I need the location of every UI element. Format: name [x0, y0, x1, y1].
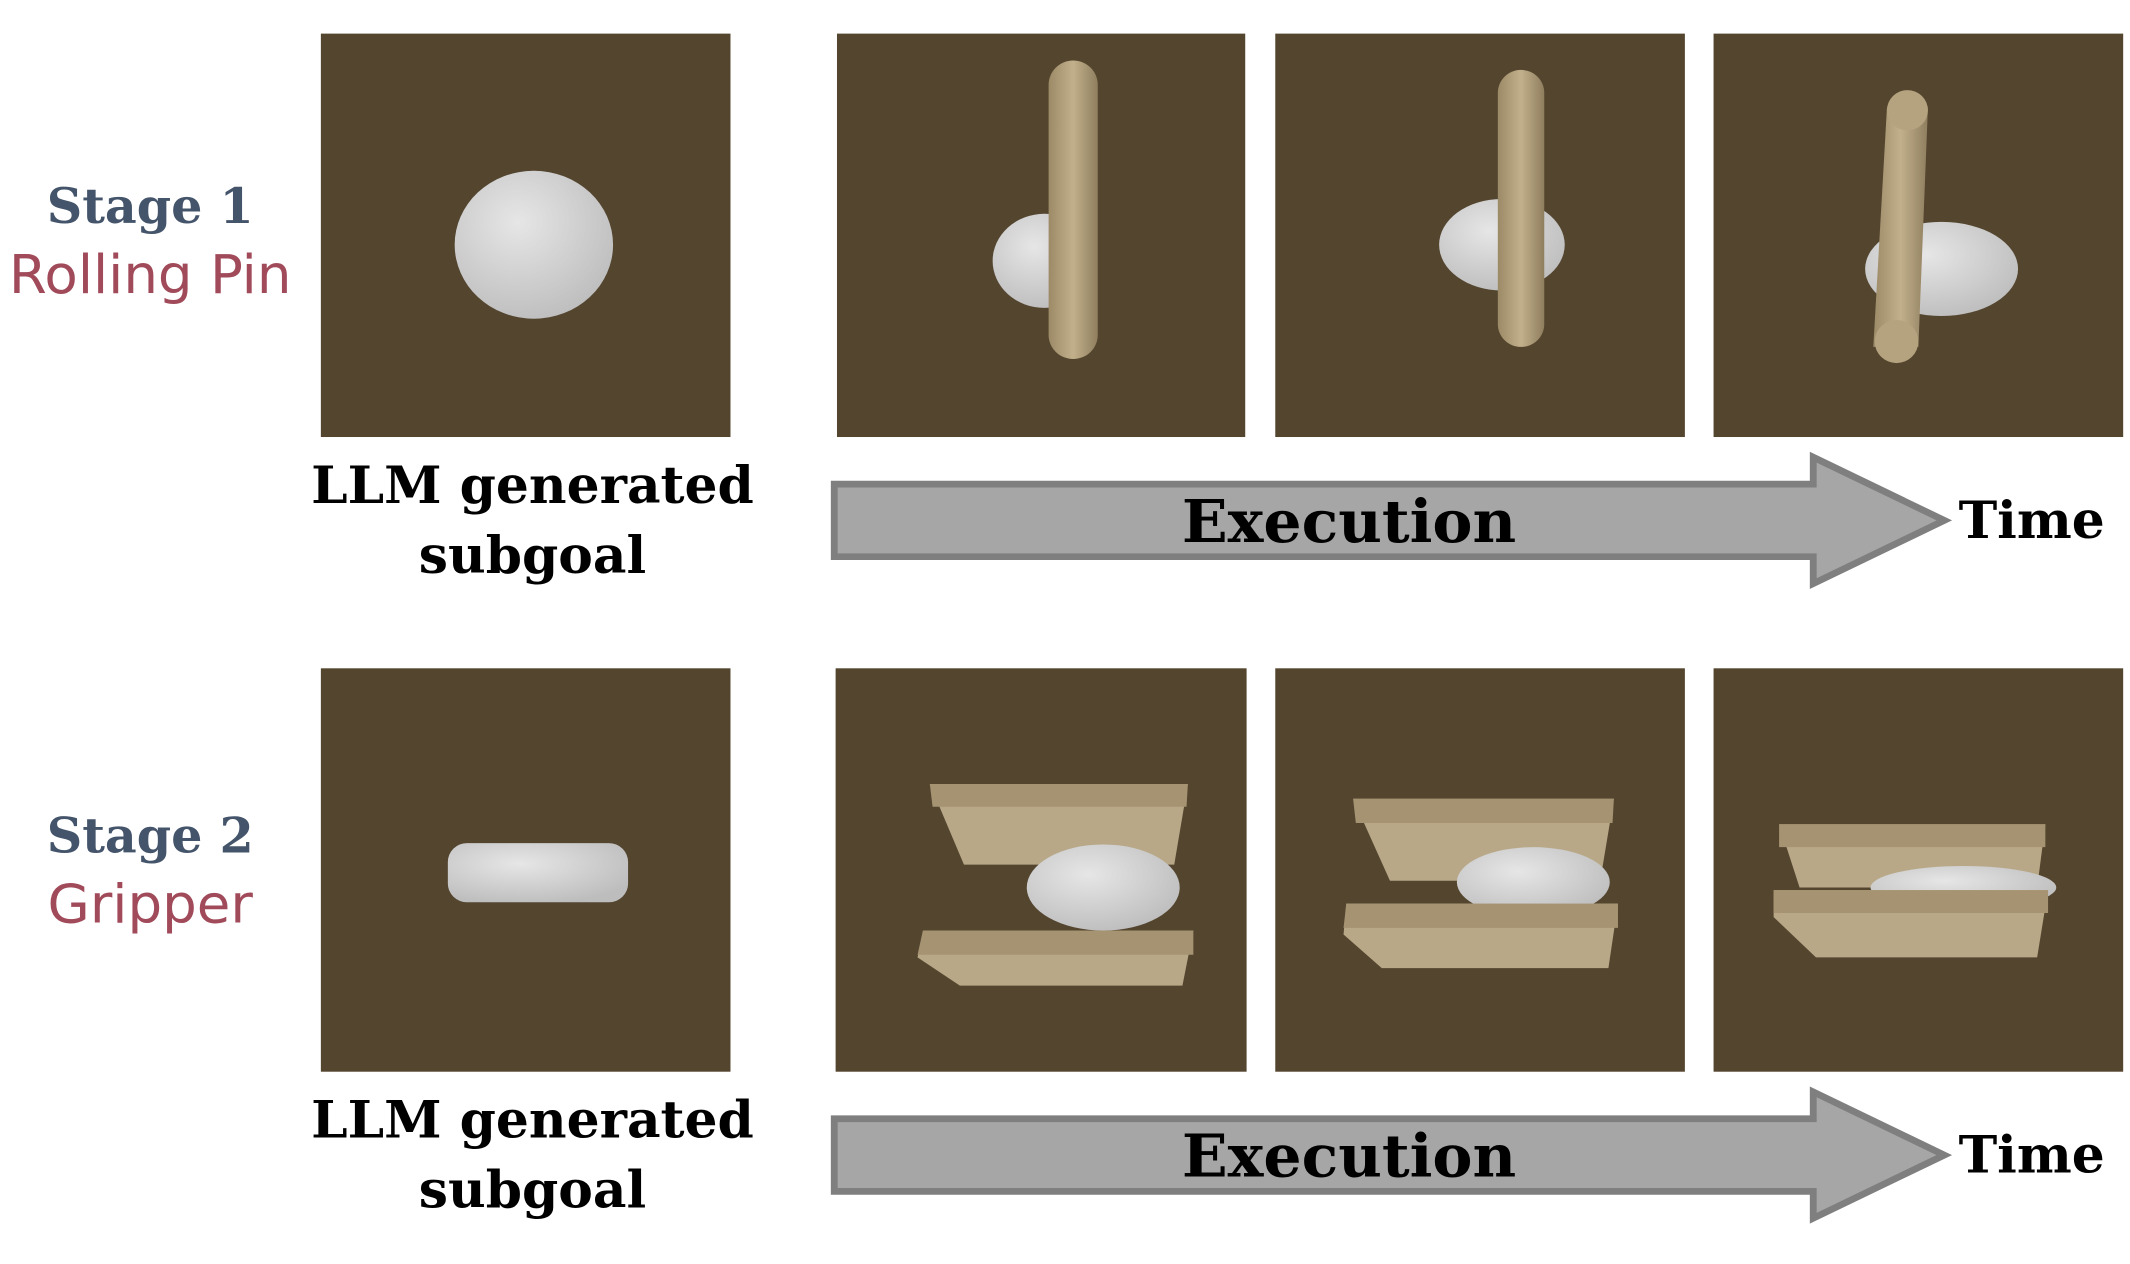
stage-2-label: Stage 2: [47, 807, 254, 865]
execution-arrow: [830, 451, 1953, 589]
gripper-finger-top-edge: [1779, 824, 2046, 848]
rolling-pin-label: Rolling Pin: [9, 244, 292, 307]
execution-label: Execution: [1182, 487, 1516, 556]
dough-subgoal: [454, 170, 614, 319]
gripper-finger-bottom-edge: [1343, 903, 1618, 928]
gripper-finger-bottom-edge: [1773, 890, 2049, 914]
stage-2-row: Stage 2 Gripper LLM generated subgoal Ex…: [47, 668, 2124, 1224]
time-label: Time: [1959, 491, 2105, 551]
gripper-finger-top-edge: [1353, 798, 1614, 823]
rolling-pin: [1873, 107, 1928, 347]
rolling-pin: [1048, 60, 1098, 360]
execution-arrow: [830, 1086, 1953, 1224]
rolling-pin: [1497, 69, 1545, 347]
stage-1-label: Stage 1: [47, 178, 254, 236]
dough: [1026, 844, 1180, 931]
subgoal-caption-line2: subgoal: [419, 526, 646, 586]
subgoal-caption-line1: LLM generated: [311, 456, 754, 516]
pin-end: [1874, 320, 1919, 364]
gripper-finger-top-edge: [929, 783, 1188, 807]
dough: [1456, 847, 1610, 918]
gripper-finger-bottom-edge: [917, 930, 1194, 955]
stage-1-row: Stage 1 Rolling Pin LLM generated subgoa…: [9, 33, 2124, 589]
dough-subgoal: [447, 843, 629, 903]
execution-label: Execution: [1182, 1122, 1516, 1191]
pin-end: [1886, 90, 1928, 131]
gripper-label: Gripper: [48, 873, 254, 936]
time-label: Time: [1959, 1126, 2105, 1186]
subgoal-caption-line1: LLM generated: [311, 1091, 754, 1151]
subgoal-caption-line2: subgoal: [419, 1161, 646, 1221]
